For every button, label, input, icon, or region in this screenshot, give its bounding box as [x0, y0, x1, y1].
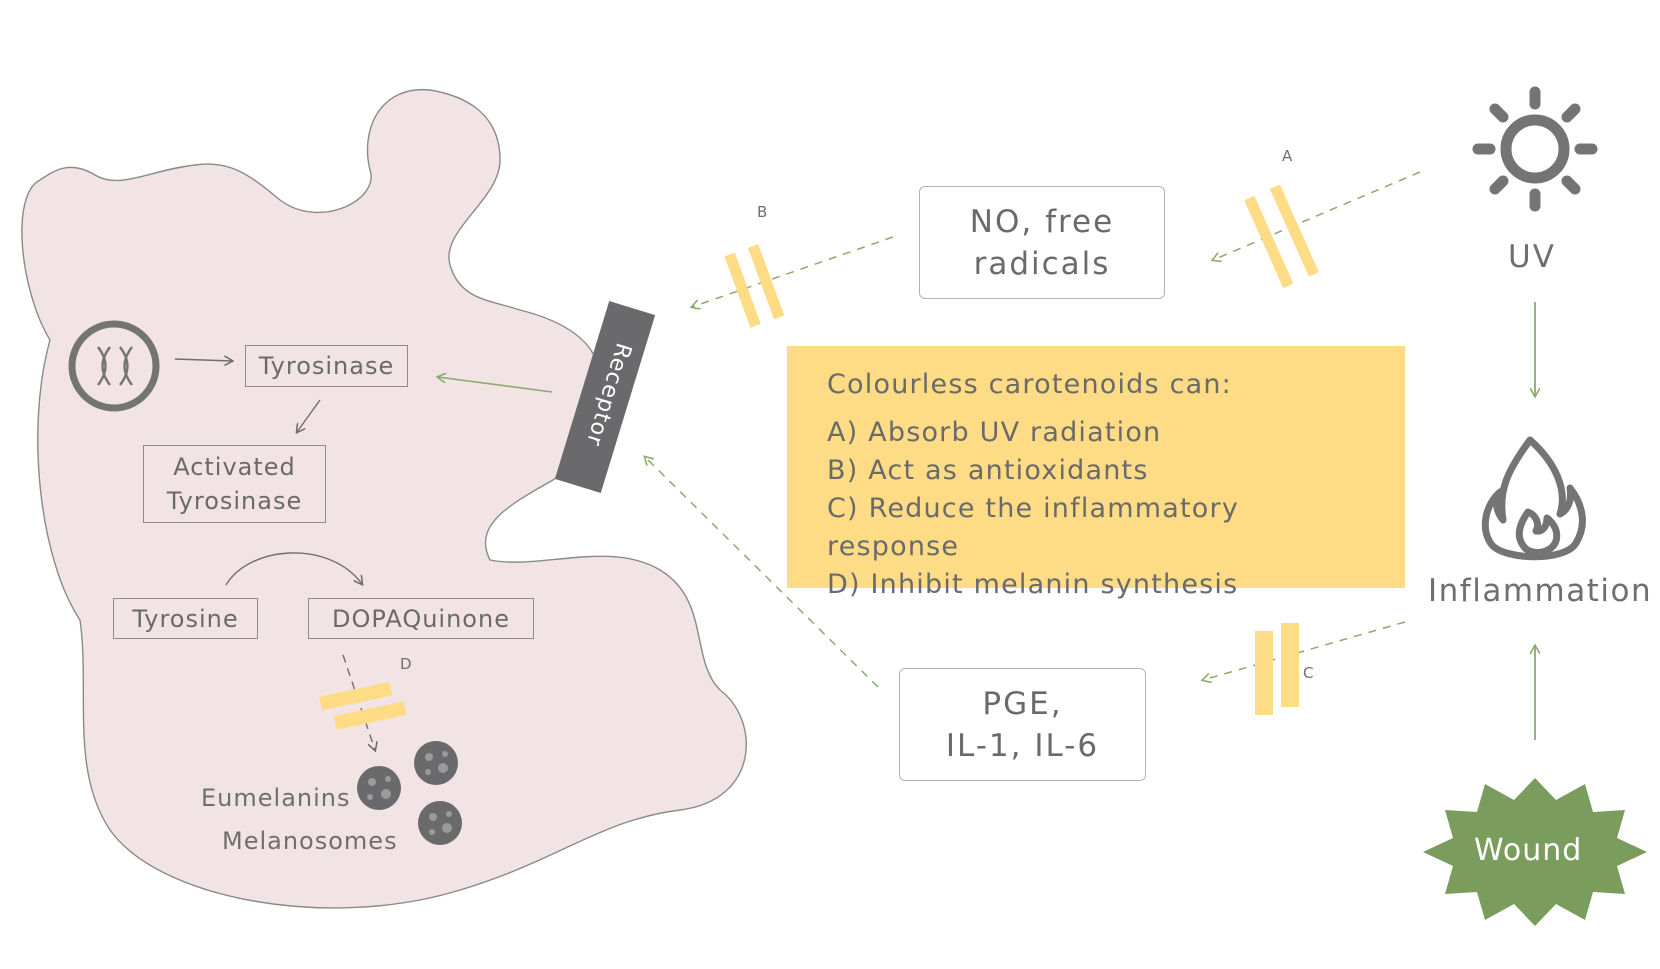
activated-tyrosinase-box: Activated Tyrosinase — [143, 445, 326, 523]
tyrosinase-to-activated-arrow — [297, 399, 321, 432]
activated-label-line2: Tyrosinase — [166, 487, 303, 515]
uv-to-radicals-arrow — [1213, 171, 1421, 260]
tyrosine-label: Tyrosine — [132, 604, 239, 633]
inhibitor-letter-c: C — [1303, 664, 1314, 682]
activated-label-line1: Activated — [173, 453, 296, 481]
inflammation-label: Inflammation — [1428, 573, 1653, 609]
inhibitor-bar-d — [319, 681, 407, 730]
radicals-line1: NO, free — [969, 203, 1115, 240]
radicals-line2: radicals — [973, 245, 1111, 282]
info-item-c: C) Reduce the inflammatory response — [827, 493, 1240, 562]
melanocyte-cell — [21, 89, 747, 909]
info-item-d: D) Inhibit melanin synthesis — [827, 569, 1239, 600]
sun-icon — [1472, 86, 1598, 212]
carotenoids-info-box: Colourless carotenoids can: A) Absorb UV… — [787, 346, 1405, 600]
melanin-granule — [414, 741, 458, 785]
tyrosinase-label: Tyrosinase — [258, 352, 395, 380]
wound-label: Wound — [1474, 833, 1583, 868]
inhibitor-bar-c — [1255, 623, 1299, 715]
dopaquinone-to-melanin-arrow — [342, 654, 375, 750]
radicals-box: NO, free radicals — [919, 186, 1165, 299]
nucleus-icon — [68, 320, 160, 412]
tyrosine-box: Tyrosine — [113, 598, 258, 639]
eumelanins-label: Eumelanins — [201, 784, 351, 812]
mediators-line1: PGE, — [982, 685, 1063, 722]
inhibitor-bar-a — [1244, 184, 1319, 288]
uv-label: UV — [1508, 239, 1556, 275]
receptor — [554, 301, 656, 493]
info-item-b: B) Act as antioxidants — [827, 455, 1149, 486]
inhibitor-letter-a: A — [1282, 147, 1293, 165]
receptor-to-tyrosinase-arrow — [438, 377, 553, 393]
radicals-to-receptor-arrow — [692, 236, 894, 307]
flame-icon — [1481, 436, 1586, 561]
dopaquinone-label: DOPAQuinone — [332, 604, 510, 633]
melanosomes-label: Melanosomes — [222, 827, 398, 855]
mediators-box: PGE, IL-1, IL-6 — [899, 668, 1146, 781]
wound-burst — [1423, 778, 1647, 926]
melanin-granule — [357, 766, 401, 810]
melanin-granule — [418, 801, 462, 845]
tyrosinase-box: Tyrosinase — [245, 345, 408, 387]
inhibitor-bar-b — [724, 244, 785, 328]
mediators-line2: IL-1, IL-6 — [945, 727, 1100, 764]
inhibitor-letter-d: D — [400, 655, 412, 673]
info-heading: Colourless carotenoids can: — [827, 369, 1232, 400]
inhibitor-letter-b: B — [757, 203, 768, 221]
info-item-a: A) Absorb UV radiation — [827, 417, 1162, 448]
mediators-to-receptor-arrow — [645, 457, 879, 688]
dopaquinone-box: DOPAQuinone — [308, 598, 534, 639]
inflammation-to-mediators-arrow — [1203, 621, 1406, 680]
nucleus-to-tyrosinase-arrow — [174, 359, 232, 361]
tyrosine-to-dopaquinone-arrow — [225, 552, 362, 585]
